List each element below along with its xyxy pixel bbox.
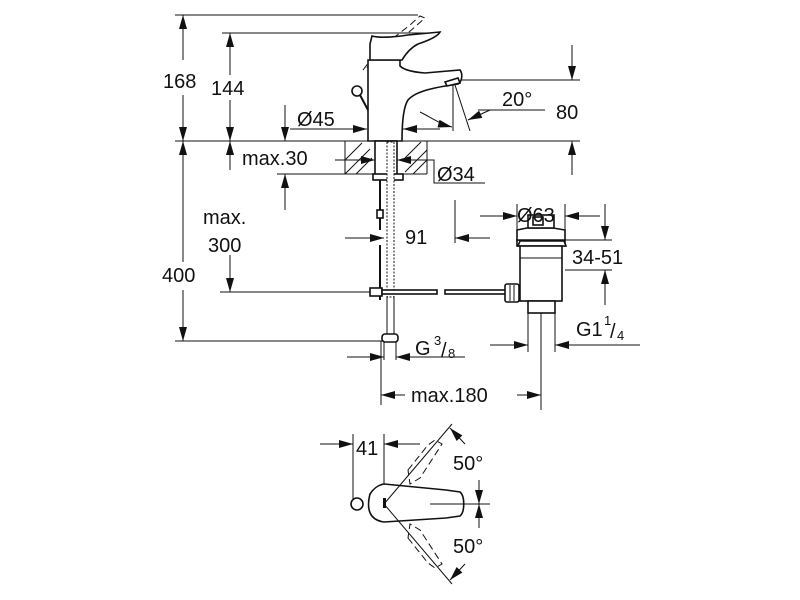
waste-thread-slash: / [610,321,616,343]
label-swing-right: 50° [453,536,483,558]
waste-plug [516,227,566,241]
label-hole-diameter: Ø34 [437,164,475,186]
waste-outlet [527,300,556,314]
label-max-line2: 300 [208,235,241,257]
waste-thread-den: 4 [617,328,624,343]
linkage-rod-2 [444,289,509,295]
lever-top-view [367,483,465,523]
lever-rotated-left [407,439,443,485]
swing-arrow-right-2 [449,563,466,581]
faucet-top-view [320,423,490,585]
label-lever-offset: 41 [356,438,378,460]
label-waste-diameter: Ø63 [517,205,555,227]
hose-thread-num: 3 [434,333,441,348]
spout-angle-line [454,84,471,132]
angle-arrow [467,109,491,121]
label-swing-left: 50° [453,453,483,475]
pop-up-rod [359,94,369,111]
hose-thread-slash: / [441,340,447,362]
deck-hatch [344,141,428,175]
dimension-labels: 168 144 Ø45 20° 80 max.30 Ø34 max. 300 4… [162,71,624,558]
flex-hose-right [386,141,395,298]
label-spout-angle: 20° [502,89,532,111]
label-below-deck-total: 400 [162,265,195,287]
label-waste-thread: G1 1 / 4 [576,313,624,343]
waste-body [519,245,563,302]
angle-arc [419,111,453,128]
hose-thread-den: 8 [448,346,455,361]
lever-rotated-right [407,523,443,569]
label-max-line1: max. [203,207,246,229]
label-waste-range: 34-51 [572,247,623,269]
label-max-deck: max.30 [242,148,308,170]
label-body-diameter: Ø45 [297,109,335,131]
waste-thread-num: 1 [604,313,611,328]
waste-assembly [345,200,640,410]
label-max-horizontal: max.180 [411,385,488,407]
hose-connector-nut [381,333,399,343]
label-tail-offset: 91 [405,227,427,249]
vertical-dimensions [175,15,576,405]
linkage-clamp [369,287,383,297]
swing-line-right [383,503,453,585]
label-hose-thread: G 3 / 8 [415,333,455,362]
waste-thread-main: G1 [576,319,603,341]
waste-nut [504,283,520,303]
label-total-height: 168 [163,71,196,93]
faucet-side-view [175,14,580,360]
swing-arrow-left-1 [449,427,466,445]
linkage-rod-1 [381,289,438,295]
pop-up-knob-top [350,497,364,511]
rod-clip [376,209,384,219]
aerator [443,77,462,87]
hose-thread-main: G [415,338,431,360]
faucet-lever [369,31,442,61]
swing-line-left [383,423,453,505]
pop-up-knob [351,85,363,97]
label-spout-height: 80 [556,102,578,124]
label-lever-height: 144 [211,78,244,100]
